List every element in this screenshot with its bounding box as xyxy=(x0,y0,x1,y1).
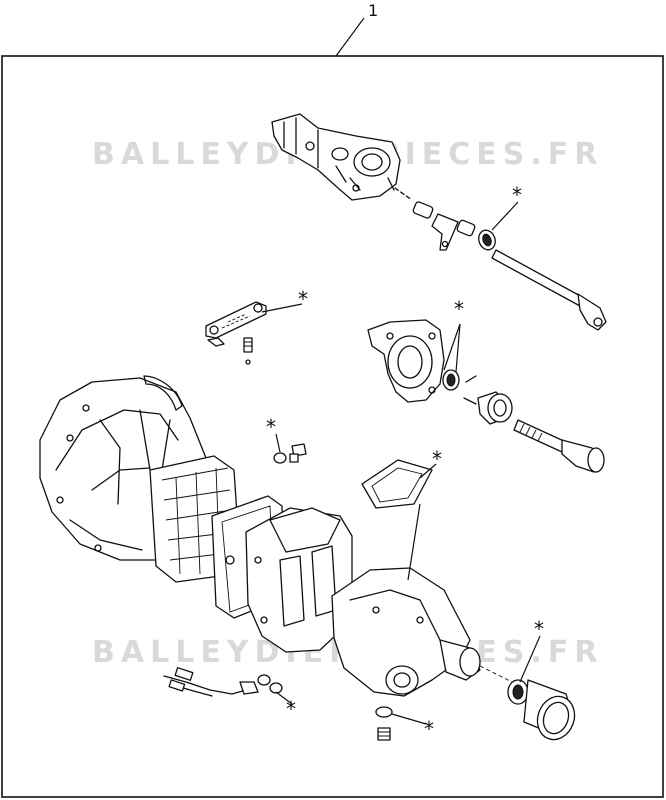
gasket xyxy=(361,459,433,509)
speed-sensor-switch xyxy=(163,667,283,697)
rear-case xyxy=(245,507,353,653)
asterisk-markers: * * * * * * * * xyxy=(266,183,544,741)
shift-lever-housing xyxy=(271,113,401,201)
output-shaft-assembly xyxy=(477,391,605,473)
extension-housing xyxy=(331,567,513,697)
shift-rod-parts xyxy=(394,187,496,251)
shift-rod xyxy=(491,249,607,331)
marker-gasket: * xyxy=(432,447,442,471)
callout-leaders xyxy=(261,201,541,725)
drain-plug xyxy=(375,706,393,741)
marker-adapter-seal: * xyxy=(454,297,464,321)
callout-number-1: 1 xyxy=(368,1,378,20)
adapter-housing xyxy=(367,319,477,405)
marker-drain-plug-washer: * xyxy=(424,717,434,741)
marker-sensor-washer: * xyxy=(286,697,296,721)
rear-seal-and-bushing xyxy=(507,679,576,741)
marker-linkage-plate: * xyxy=(298,287,308,311)
callout-leader-1 xyxy=(335,17,365,57)
transmission-main-case xyxy=(39,375,241,583)
marker-shift-rod-bushing: * xyxy=(512,183,522,207)
marker-bolt-washer: * xyxy=(266,415,276,439)
bolt-and-washer xyxy=(273,443,307,464)
diagram-frame xyxy=(1,55,664,798)
marker-rear-seal: * xyxy=(534,617,544,641)
linkage-plate xyxy=(205,301,267,365)
